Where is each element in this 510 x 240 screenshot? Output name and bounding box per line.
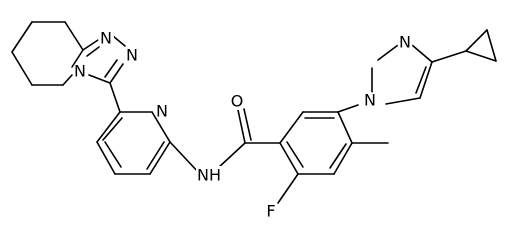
atom-label-triazole-n2: N: [126, 46, 138, 65]
atom-label-imidazole-n1: N: [364, 91, 376, 110]
atom-label-pyridine-n: N: [156, 102, 168, 121]
atom-label-amide-nh: NH: [197, 166, 221, 185]
atom-label-amide-oxygen: O: [231, 92, 244, 111]
atom-label-triazole-n1: N: [100, 29, 112, 48]
atom-labels: N N N N NH O N N F: [72, 29, 413, 221]
atom-label-fluorine: F: [266, 202, 275, 221]
atom-label-imidazole-n3: N: [399, 33, 411, 52]
chemical-structure-diagram: N N N N NH O N N F: [11, 21, 497, 221]
atom-label-triazole-n4: N: [74, 62, 86, 81]
bond-skeleton: [11, 21, 497, 204]
